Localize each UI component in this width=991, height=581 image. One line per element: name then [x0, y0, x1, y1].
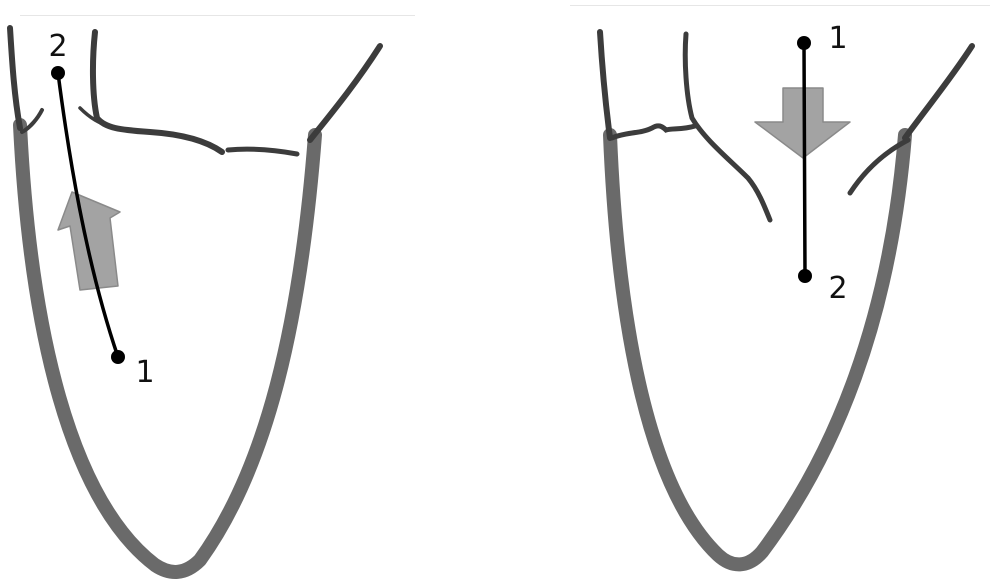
right-heart-diagram: 1 2	[500, 0, 991, 581]
left-point-1	[111, 350, 125, 364]
left-point-2	[51, 66, 65, 80]
right-wall-top-right	[905, 46, 972, 138]
left-diagram-svg: 2 1	[0, 0, 480, 581]
left-ventricle-wall	[20, 125, 315, 572]
right-diagram-svg: 1 2	[500, 0, 991, 581]
left-wall-top-right	[310, 46, 380, 140]
left-label-2: 2	[48, 29, 67, 64]
right-point-2	[798, 269, 812, 283]
left-heart-diagram: 2 1	[0, 0, 480, 581]
right-point-1	[797, 36, 811, 50]
left-valve-leaflet-right	[228, 149, 297, 154]
right-wall-top-left	[600, 32, 610, 138]
up-arrow	[58, 192, 120, 290]
right-ventricle-wall	[610, 135, 905, 564]
right-valve-leaflet-left	[612, 126, 695, 138]
left-septum-top	[93, 32, 222, 152]
right-label-2: 2	[828, 271, 847, 306]
left-label-1: 1	[135, 355, 154, 390]
right-septum-top	[685, 34, 770, 220]
left-wall-top-left	[10, 28, 20, 128]
right-measurement-line	[804, 43, 805, 276]
right-label-1: 1	[828, 21, 847, 56]
